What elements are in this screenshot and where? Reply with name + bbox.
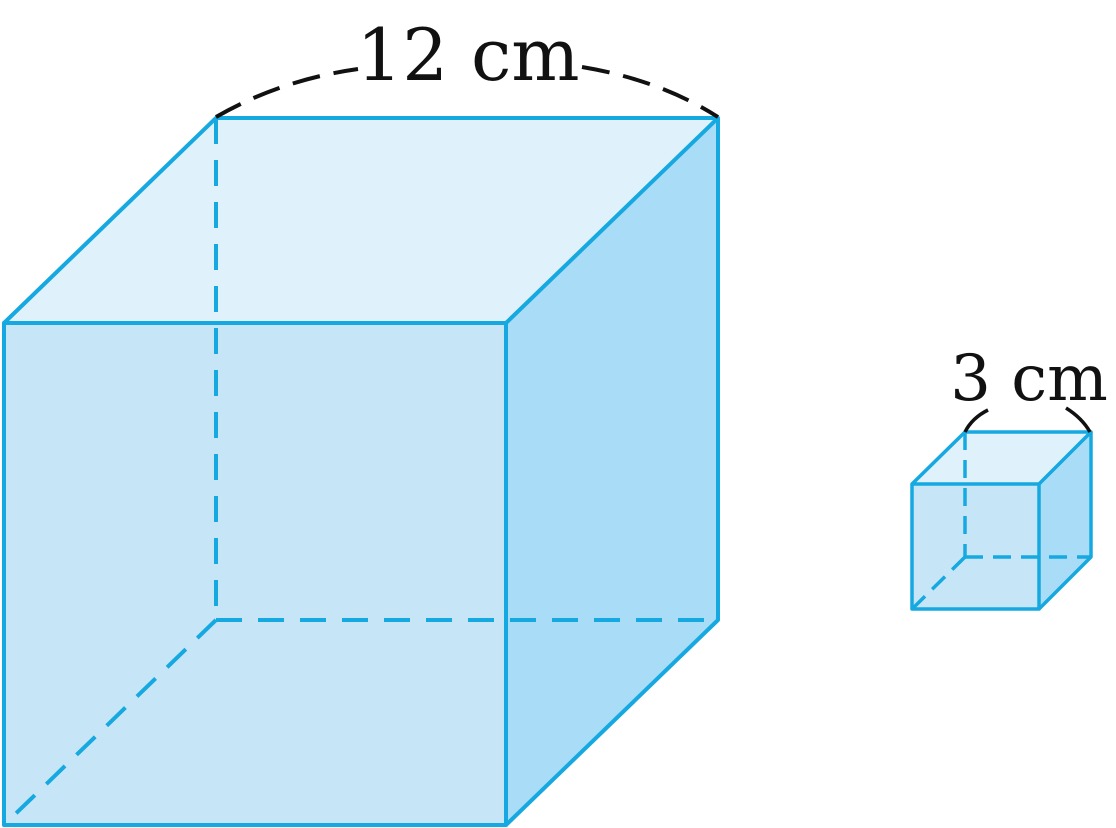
large-cube-edge-label: 12 cm <box>356 13 579 97</box>
small-cube-top-outline <box>910 430 1093 486</box>
small-cube-edge-label: 3 cm <box>950 342 1108 416</box>
small-cube-right-face <box>1039 432 1091 609</box>
small-cube-top-face <box>912 432 1091 484</box>
large-cube-front-face <box>4 323 506 825</box>
small-cube-dimension-arc-right <box>1065 406 1092 433</box>
large-cube-top-face <box>4 118 718 323</box>
small-cube <box>910 430 1093 611</box>
small-cube-right-outline <box>1037 432 1093 611</box>
small-cube-dimension-arc-left <box>963 408 989 433</box>
large-cube-dimension-arc-left <box>214 67 359 119</box>
large-cube-hidden-depth-edge <box>2 618 218 827</box>
large-cube-right-face <box>506 118 718 825</box>
large-cube-top-outline <box>2 116 720 325</box>
large-cube <box>2 116 720 827</box>
large-cube-right-outline <box>504 118 720 827</box>
small-cube-front-face <box>912 484 1039 609</box>
small-cube-hidden-depth-edge <box>910 555 967 611</box>
large-cube-dimension-arc-right <box>581 65 720 119</box>
